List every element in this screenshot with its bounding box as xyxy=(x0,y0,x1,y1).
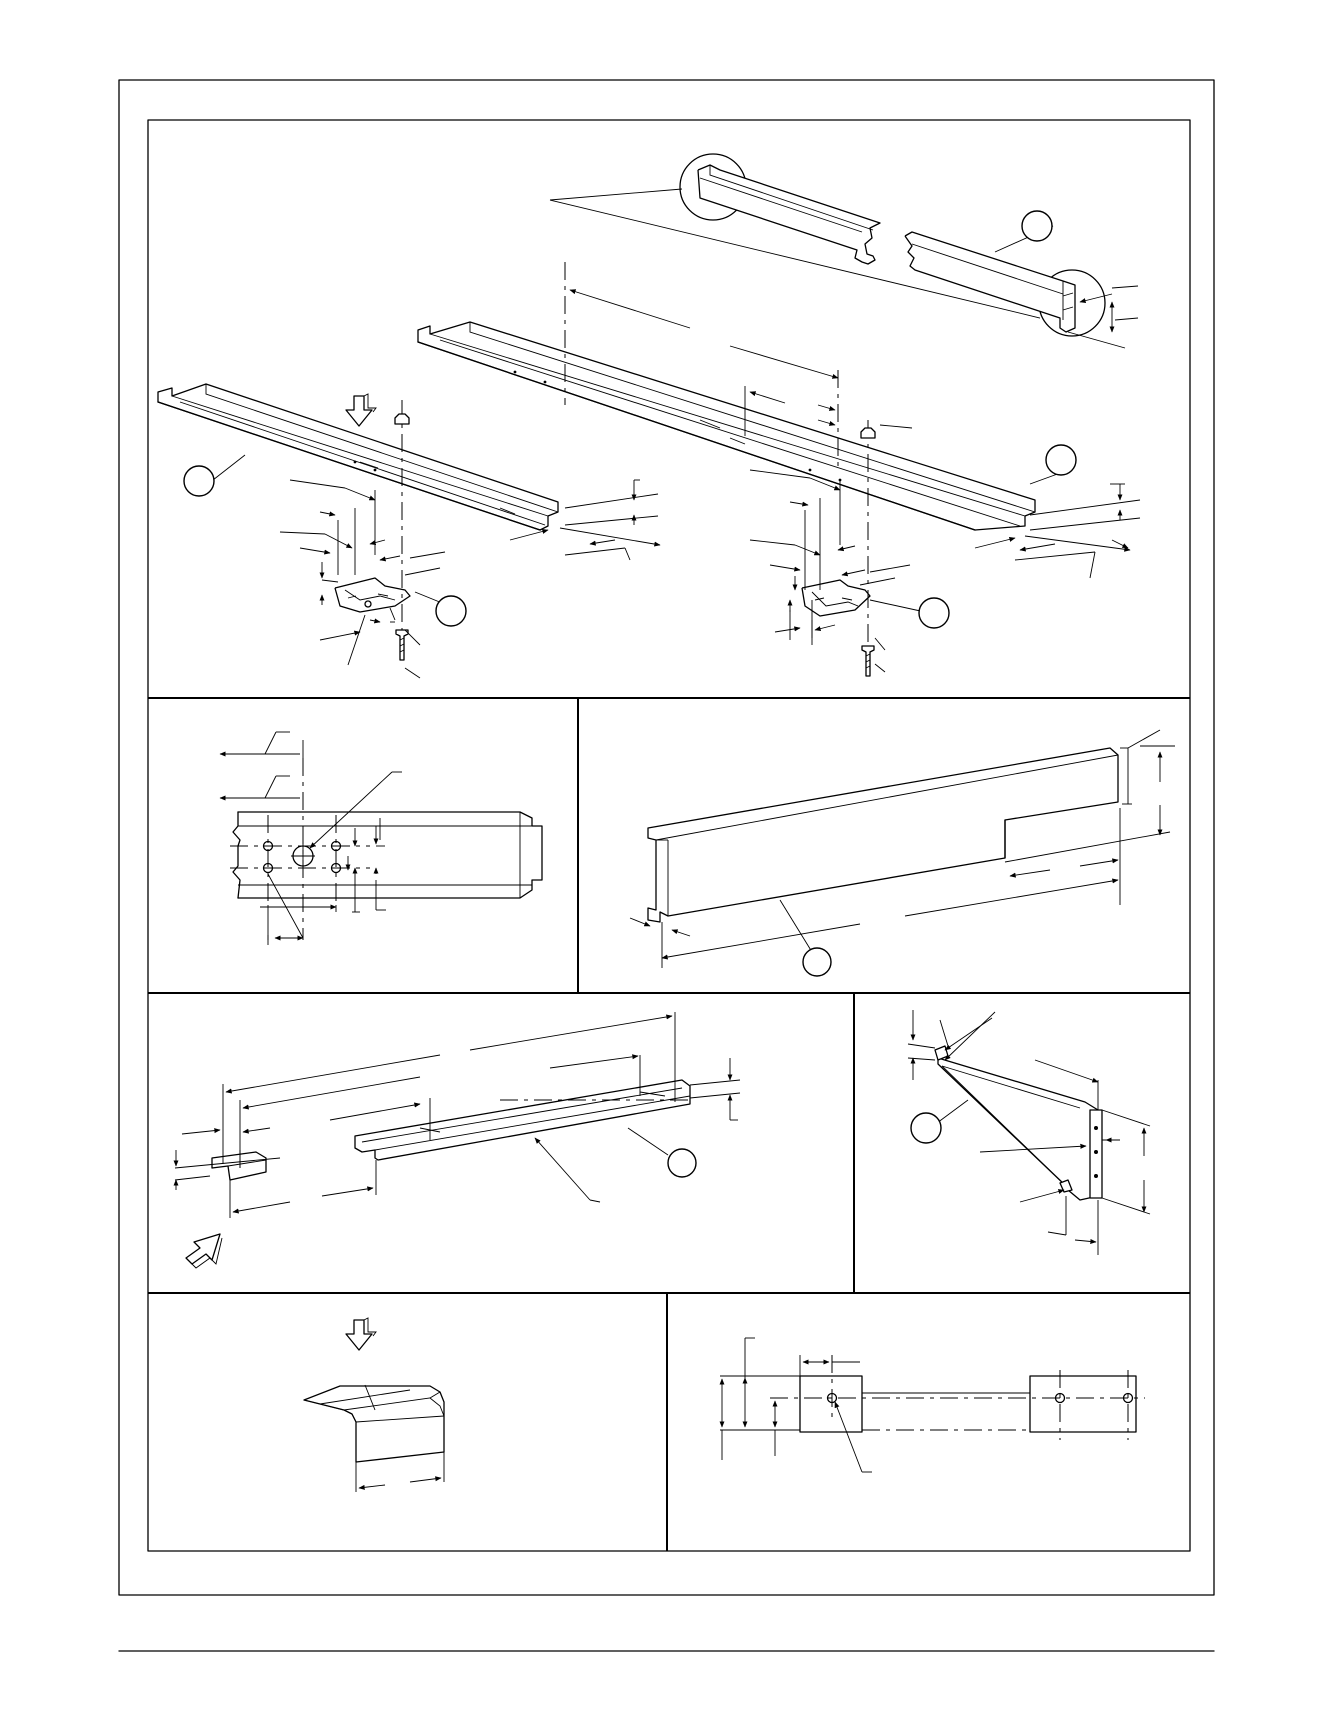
small-hole xyxy=(262,840,274,852)
panel-top-assembly xyxy=(157,153,1141,679)
item-bubble xyxy=(667,1148,697,1178)
anchor-clip-right xyxy=(801,579,871,617)
dimension-lines-plate xyxy=(719,1337,872,1473)
angle-clip xyxy=(211,1150,267,1181)
channel xyxy=(647,747,1119,923)
gusset xyxy=(934,1045,1099,1201)
hole xyxy=(1054,1392,1066,1404)
dimension-lines-clip xyxy=(355,1452,445,1492)
channel-end xyxy=(232,811,543,899)
small-hole xyxy=(262,862,274,874)
sheet-frame xyxy=(118,79,1215,1596)
panel-angle-clip xyxy=(303,1317,445,1492)
anchor-clip-left xyxy=(334,577,411,613)
hole xyxy=(826,1392,838,1404)
plate-left xyxy=(799,1375,863,1433)
nut-right xyxy=(860,427,876,439)
fasteners xyxy=(394,400,876,677)
mounting-plate xyxy=(1089,1109,1103,1199)
hole-pattern xyxy=(230,758,370,940)
hole xyxy=(1122,1392,1134,1404)
channel-section-lower xyxy=(904,231,1076,333)
item-bubble xyxy=(183,465,215,497)
panel-side-rail xyxy=(173,1012,741,1269)
panel-channel-cutout xyxy=(629,729,1175,977)
panel-corner-gusset xyxy=(907,1010,1151,1255)
panel-plate-layout xyxy=(719,1337,1145,1473)
small-hole xyxy=(330,862,342,874)
dimension-lines-gusset xyxy=(907,1010,1151,1255)
item-bubble xyxy=(802,947,832,977)
dimension-lines-rail xyxy=(173,1012,741,1218)
view-arrow-side xyxy=(185,1233,223,1269)
plate-right xyxy=(1029,1375,1137,1433)
sill-rail-right xyxy=(417,321,1036,531)
dimension-lines-channel xyxy=(629,729,1175,968)
clip xyxy=(303,1384,445,1463)
detail-callout-lines xyxy=(549,153,1106,337)
channel-section-upper xyxy=(697,164,881,265)
panel-hole-pattern xyxy=(219,731,543,945)
item-bubble xyxy=(1045,444,1077,476)
dimension-lines-hole-pattern xyxy=(219,731,402,945)
item-bubble xyxy=(435,595,467,627)
nut-left xyxy=(394,413,410,425)
sill-rail-left xyxy=(157,383,559,531)
item-bubble xyxy=(1021,210,1053,242)
view-arrow-top xyxy=(345,393,377,427)
item-bubble xyxy=(918,597,950,629)
view-arrow-clip xyxy=(345,1317,377,1351)
small-hole xyxy=(330,840,342,852)
item-bubble xyxy=(910,1112,942,1144)
item-bubbles-top xyxy=(183,210,1077,629)
